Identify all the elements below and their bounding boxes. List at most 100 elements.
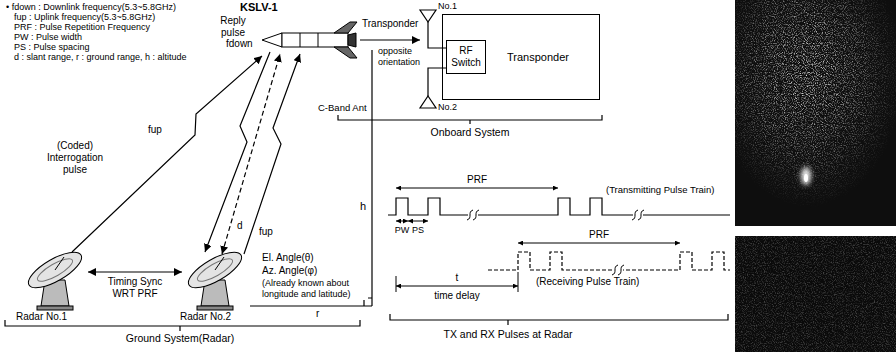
angle-label: Az. Angle(φ) bbox=[262, 265, 317, 277]
break-gap bbox=[613, 264, 623, 276]
rocket-illustration bbox=[262, 22, 357, 58]
dimension-line bbox=[396, 286, 518, 287]
ground-range-line bbox=[250, 305, 372, 306]
label-slot: Radar No.1 bbox=[16, 311, 67, 323]
dimension-line bbox=[396, 188, 558, 189]
radar-feed bbox=[55, 257, 64, 270]
label-slot: d bbox=[237, 220, 243, 232]
radar-name: Radar No.2 bbox=[180, 311, 231, 323]
photo-grain bbox=[735, 236, 896, 352]
dimension-line bbox=[518, 243, 680, 244]
pointer-arrow bbox=[360, 39, 420, 40]
uplink-bolt bbox=[244, 54, 300, 254]
signal-paths bbox=[5, 50, 372, 331]
radar-reflector bbox=[24, 245, 87, 294]
transponder-box: Transponder RF Switch bbox=[442, 14, 600, 100]
radar-dish bbox=[184, 245, 247, 310]
antenna-symbol bbox=[420, 10, 436, 22]
break-marks bbox=[467, 209, 644, 276]
radar-base bbox=[37, 306, 73, 310]
antenna-wire bbox=[428, 22, 446, 48]
label-slot: Radar No.2 bbox=[180, 311, 231, 323]
photo-panel bbox=[735, 0, 896, 352]
break-gap bbox=[468, 209, 478, 221]
extension-line bbox=[518, 272, 519, 292]
frequency-label: fup bbox=[148, 124, 162, 136]
antenna-symbol bbox=[420, 96, 436, 108]
sync-arrow bbox=[88, 271, 182, 272]
radar-name: Radar No.1 bbox=[16, 311, 67, 323]
rocket-fin bbox=[334, 47, 357, 58]
dimension-label: PRF bbox=[467, 174, 487, 186]
dimension-label: PS bbox=[412, 225, 424, 236]
label-slot: d : slant range, r : ground range, h : a… bbox=[14, 52, 187, 63]
label-slot: Ground System(Radar) bbox=[126, 332, 235, 345]
radar-base bbox=[197, 306, 233, 310]
box-text: Transponder bbox=[507, 51, 569, 63]
radar-reflector bbox=[35, 255, 76, 285]
downlink-bolt bbox=[205, 52, 270, 252]
label-slot: (Transmitting Pulse Train) bbox=[606, 184, 714, 195]
dimension-label: PRF bbox=[589, 229, 609, 241]
part-label: Transponder bbox=[362, 18, 418, 30]
radar-dish bbox=[24, 245, 87, 310]
label-slot: PRF bbox=[589, 229, 609, 241]
radar-reflector bbox=[195, 255, 236, 285]
rocket-fin bbox=[334, 22, 357, 33]
dimension-label: r bbox=[316, 308, 319, 320]
dimension-line bbox=[396, 221, 408, 222]
label-slot: time delay bbox=[434, 290, 480, 302]
radar-reflector bbox=[184, 245, 247, 294]
label-slot: Onboard System bbox=[431, 126, 510, 139]
dimension-label: t bbox=[456, 272, 459, 284]
dimension-line bbox=[408, 221, 428, 222]
break-symbol bbox=[467, 210, 479, 220]
photo-ground bbox=[735, 0, 896, 226]
note-label: (Already known about longitude and latit… bbox=[262, 278, 368, 300]
label-slot: Timing Sync WRT PRF bbox=[97, 276, 173, 300]
signal-label: Reply pulse bbox=[214, 15, 252, 39]
label-slot: fdown bbox=[226, 38, 253, 50]
label-slot: KSLV-1 bbox=[240, 1, 278, 14]
label-slot: No.2 bbox=[438, 102, 457, 113]
label-slot: PS bbox=[412, 225, 424, 236]
rocket-band bbox=[318, 33, 319, 47]
label-slot: El. Angle(θ) bbox=[262, 252, 314, 264]
photo-flare bbox=[804, 174, 808, 182]
photo-grain bbox=[735, 0, 896, 226]
label-slot: r bbox=[316, 308, 319, 320]
photo-ground bbox=[735, 236, 896, 352]
label-slot: fup bbox=[259, 226, 273, 238]
rf-switch-box: RF Switch bbox=[446, 40, 486, 74]
antenna-wire bbox=[428, 68, 446, 96]
slant-range-line bbox=[222, 54, 280, 254]
label-slot: TX and RX Pulses at Radar bbox=[444, 328, 573, 341]
rocket-band bbox=[300, 33, 301, 47]
train-label: (Receiving Pulse Train) bbox=[536, 276, 639, 288]
group-bracket bbox=[390, 314, 728, 325]
group-caption: Ground System(Radar) bbox=[126, 332, 235, 345]
label-slot: Transponder bbox=[362, 18, 418, 30]
dimension-label: PW bbox=[395, 225, 410, 236]
angle-label: El. Angle(θ) bbox=[262, 252, 314, 264]
part-label: C-Band Ant bbox=[318, 102, 367, 113]
label-slot: Az. Angle(φ) bbox=[262, 265, 317, 277]
break-gap bbox=[633, 209, 643, 221]
label-slot: PRF bbox=[467, 174, 487, 186]
group-caption: Onboard System bbox=[431, 126, 510, 139]
label-slot: (Receiving Pulse Train) bbox=[536, 276, 639, 288]
group-caption: TX and RX Pulses at Radar bbox=[444, 328, 573, 341]
photo-flare bbox=[801, 167, 811, 185]
antenna-number: No.2 bbox=[438, 102, 457, 113]
label-slot: opposite orientation bbox=[378, 46, 424, 68]
frequency-label: fdown bbox=[226, 38, 253, 50]
rx-pulse-train bbox=[488, 252, 730, 270]
altitude-line bbox=[371, 50, 372, 306]
label-slot: Reply pulse bbox=[214, 15, 252, 39]
tx-pulse-train bbox=[388, 198, 730, 215]
label-slot: fup bbox=[148, 124, 162, 136]
rocket-body bbox=[282, 33, 348, 47]
onboard-wiring bbox=[338, 10, 602, 124]
break-symbol bbox=[632, 210, 644, 220]
signal-label: Timing Sync WRT PRF bbox=[97, 276, 173, 300]
